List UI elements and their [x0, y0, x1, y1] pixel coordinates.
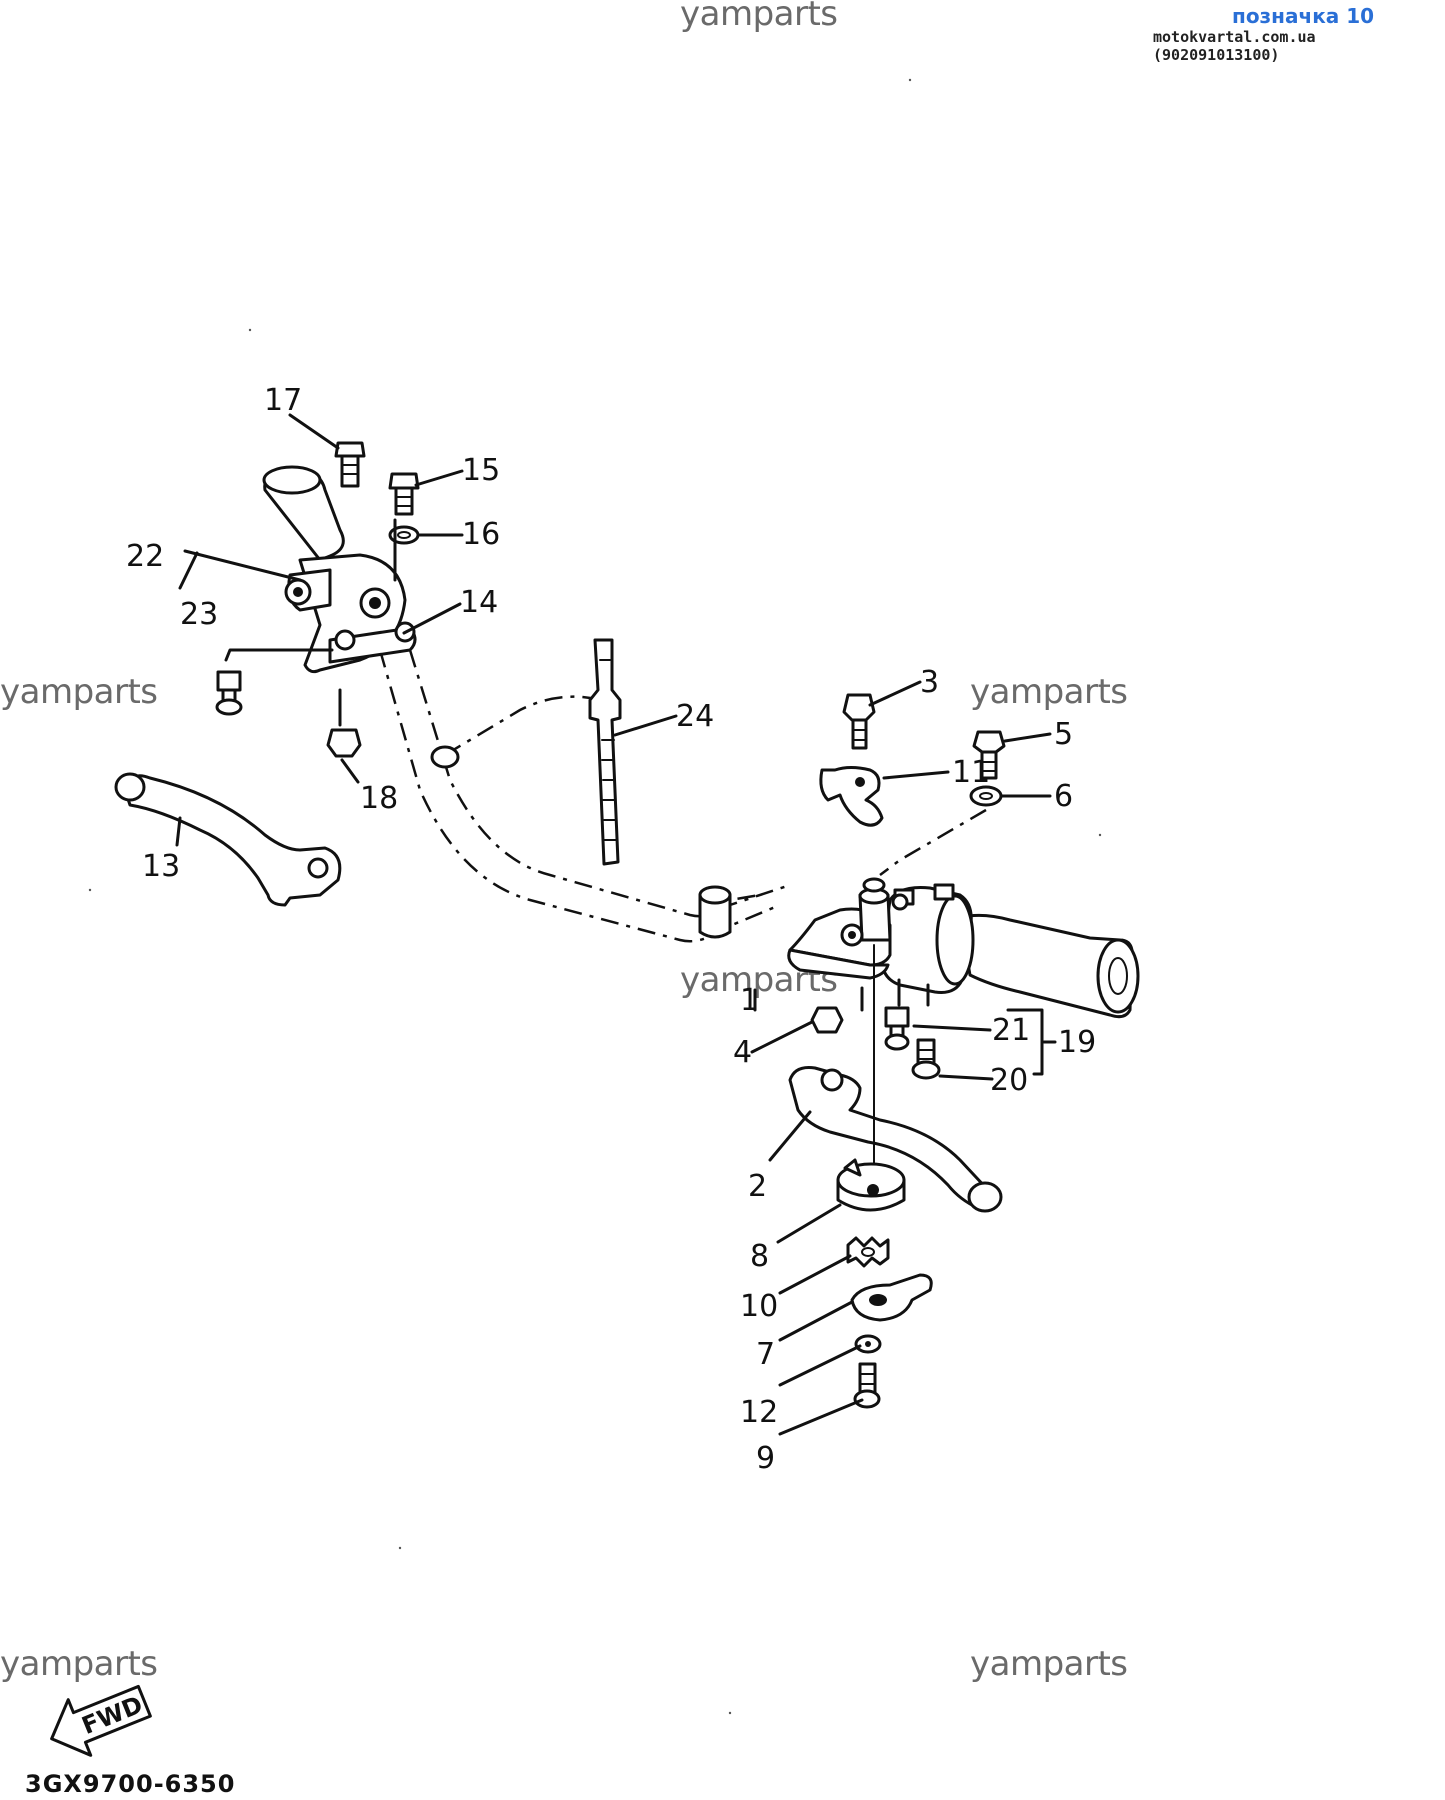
lever-13 — [114, 772, 342, 907]
speck — [1098, 833, 1102, 837]
callout-5: 5 — [1054, 717, 1073, 752]
callout-22: 22 — [126, 539, 164, 574]
speck — [908, 78, 912, 82]
bolt-17 — [334, 441, 366, 488]
callout-23: 23 — [180, 597, 218, 632]
bolt-3 — [842, 693, 876, 750]
callout-numbers: 17 15 16 14 22 23 18 13 24 3 11 5 6 1 4 … — [126, 383, 1096, 1476]
bolt-5 — [972, 730, 1006, 780]
screw-20 — [911, 1038, 941, 1080]
screw-21 — [884, 1006, 910, 1051]
callout-13: 13 — [142, 849, 180, 884]
lever-2 — [788, 1066, 1003, 1213]
header-label: позначка 10 — [1232, 4, 1375, 28]
grip-19 — [958, 913, 1140, 1019]
callout-20: 20 — [990, 1063, 1028, 1098]
watermark-right: yamparts — [970, 672, 1128, 712]
watermark-bottom-left: yamparts — [0, 1644, 158, 1684]
nut-4 — [810, 1006, 844, 1034]
callout-16: 16 — [462, 517, 500, 552]
callout-21: 21 — [992, 1013, 1030, 1048]
screw-23 — [215, 670, 243, 716]
switch-housing — [880, 883, 975, 994]
callout-15: 15 — [462, 453, 500, 488]
speck — [88, 888, 92, 892]
bolt-15 — [388, 472, 420, 516]
adjuster-8 — [836, 1158, 906, 1212]
brake-lever-holder-1 — [787, 877, 892, 980]
callout-8: 8 — [750, 1239, 769, 1274]
clutch-lever-holder — [262, 465, 417, 674]
speck — [248, 328, 252, 332]
nut-18 — [326, 728, 362, 758]
callout-14: 14 — [460, 585, 498, 620]
callout-1: 1 — [740, 983, 759, 1018]
guide-6 — [879, 808, 987, 876]
header-site: motokvartal.com.ua (902091013100) — [1153, 28, 1316, 64]
callout-3: 3 — [920, 665, 939, 700]
fwd-arrow: FWD — [50, 1684, 152, 1757]
callout-6: 6 — [1054, 779, 1073, 814]
speck — [728, 1711, 732, 1715]
handlebar — [378, 649, 791, 943]
lock-washer-10 — [846, 1236, 890, 1268]
callout-2: 2 — [748, 1169, 767, 1204]
leader-lines — [175, 413, 1057, 1436]
diagram-code: 3GX9700-6350 — [25, 1770, 236, 1798]
clamp-11 — [819, 766, 884, 827]
callout-10: 10 — [740, 1289, 778, 1324]
callout-4: 4 — [733, 1035, 752, 1070]
callout-19: 19 — [1058, 1025, 1096, 1060]
callout-24: 24 — [676, 699, 714, 734]
watermark-left: yamparts — [0, 672, 158, 712]
washer-16 — [388, 525, 420, 545]
speck — [398, 1546, 402, 1550]
knob-7 — [850, 1273, 933, 1322]
screw-9 — [853, 1362, 881, 1409]
callout-17: 17 — [264, 383, 302, 418]
watermark-top: yamparts — [680, 0, 838, 34]
cable-tie-24 — [588, 638, 622, 866]
watermark-bottom-right: yamparts — [970, 1644, 1128, 1684]
callout-18: 18 — [360, 781, 398, 816]
callout-7: 7 — [756, 1337, 775, 1372]
callout-9: 9 — [756, 1441, 775, 1476]
washer-12 — [854, 1334, 882, 1354]
callout-11: 11 — [952, 755, 990, 790]
callout-12: 12 — [740, 1395, 778, 1430]
